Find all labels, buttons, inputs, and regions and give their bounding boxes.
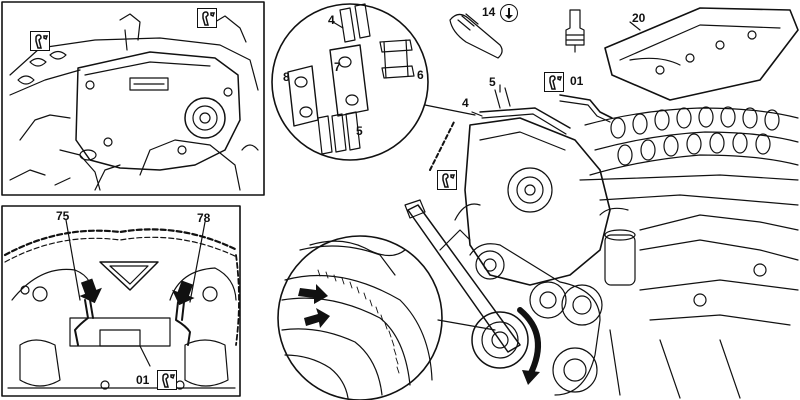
- wrench-spec-icon: [30, 31, 50, 51]
- chain-detail-circle: [271, 3, 476, 161]
- label-4-detail: 4: [328, 13, 335, 27]
- label-6-detail: 6: [417, 68, 424, 82]
- label-78: 78: [197, 211, 211, 225]
- label-01-bottom: 01: [136, 373, 150, 387]
- timing-mark-circle: [277, 235, 496, 400]
- panel-bottom-left: [1, 205, 241, 397]
- label-5-main: 5: [489, 75, 496, 89]
- label-5-detail: 5: [356, 124, 363, 138]
- wrench-spec-icon: [544, 72, 564, 92]
- label-75: 75: [56, 209, 70, 223]
- bottom-left-arrows: [79, 278, 195, 306]
- label-14: 14: [482, 5, 496, 19]
- panel-top-left: [1, 1, 265, 196]
- wrench-spec-icon: [157, 370, 177, 390]
- wrench-spec-icon: [197, 8, 217, 28]
- timing-mark-arrows: [298, 284, 330, 328]
- label-20: 20: [632, 11, 646, 25]
- label-01-main: 01: [570, 74, 584, 88]
- label-4-main: 4: [462, 96, 469, 110]
- wrench-spec-icon: [437, 170, 457, 190]
- torque-icon: [500, 4, 518, 22]
- panel-main-engine: [404, 7, 799, 399]
- label-8-detail: 8: [283, 70, 290, 84]
- label-7-detail: 7: [334, 60, 341, 74]
